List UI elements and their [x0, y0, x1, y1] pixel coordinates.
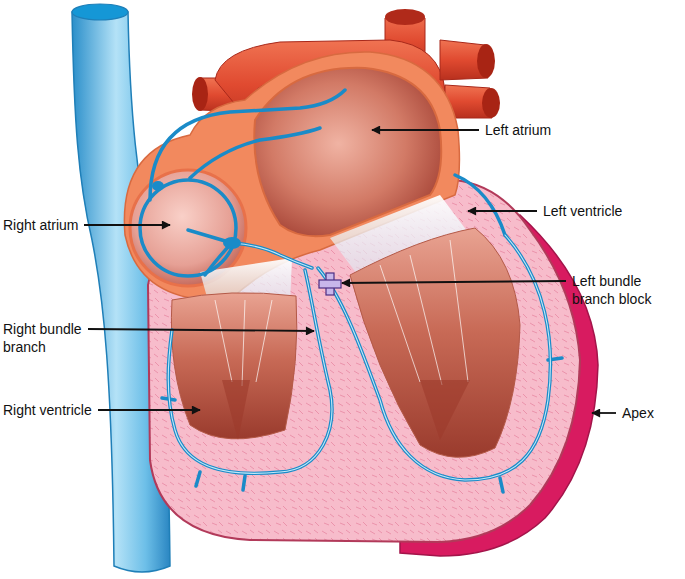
leader-lines	[592, 412, 616, 414]
conduction-system	[140, 90, 562, 492]
part-label: Right bundle branch	[3, 320, 93, 356]
ventricle-chambers	[215, 240, 468, 386]
conduction-system	[140, 180, 236, 276]
conduction-system	[162, 358, 562, 492]
conduction-system	[168, 270, 332, 473]
conduction-system	[140, 90, 562, 492]
conduction-system	[190, 128, 320, 178]
leader-lines	[468, 210, 537, 212]
great-vessels	[482, 88, 500, 118]
block-symbol	[319, 280, 341, 288]
leader-lines	[84, 224, 170, 226]
part-label: Right atrium	[3, 216, 87, 234]
conduction-system	[150, 90, 345, 200]
leader-lines	[372, 129, 479, 131]
conduction-system	[168, 235, 550, 480]
conduction-system	[223, 237, 241, 249]
conduction-system	[232, 243, 312, 268]
great-vessels	[477, 44, 495, 78]
conduction-system	[318, 235, 550, 480]
conduction-system	[232, 243, 312, 268]
conduction-system	[318, 235, 550, 480]
great-vessels	[192, 77, 208, 111]
conduction-system	[455, 175, 505, 235]
leader-lines	[88, 329, 314, 331]
leader-lines	[98, 409, 200, 411]
conduction-system	[168, 270, 332, 473]
leader-lines	[342, 281, 566, 283]
part-label: Apex	[622, 404, 682, 422]
leader-lines	[84, 130, 616, 413]
vena-cava	[72, 4, 128, 20]
part-label: Right ventricle	[3, 401, 103, 419]
part-label: Left atrium	[485, 121, 635, 139]
part-label: Left ventricle	[543, 202, 681, 220]
great-vessels	[385, 9, 425, 25]
conduction-system	[152, 181, 164, 191]
ventricle-chambers	[222, 380, 470, 440]
block-symbol	[319, 273, 341, 295]
part-label: Left bundle branch block	[572, 272, 682, 308]
